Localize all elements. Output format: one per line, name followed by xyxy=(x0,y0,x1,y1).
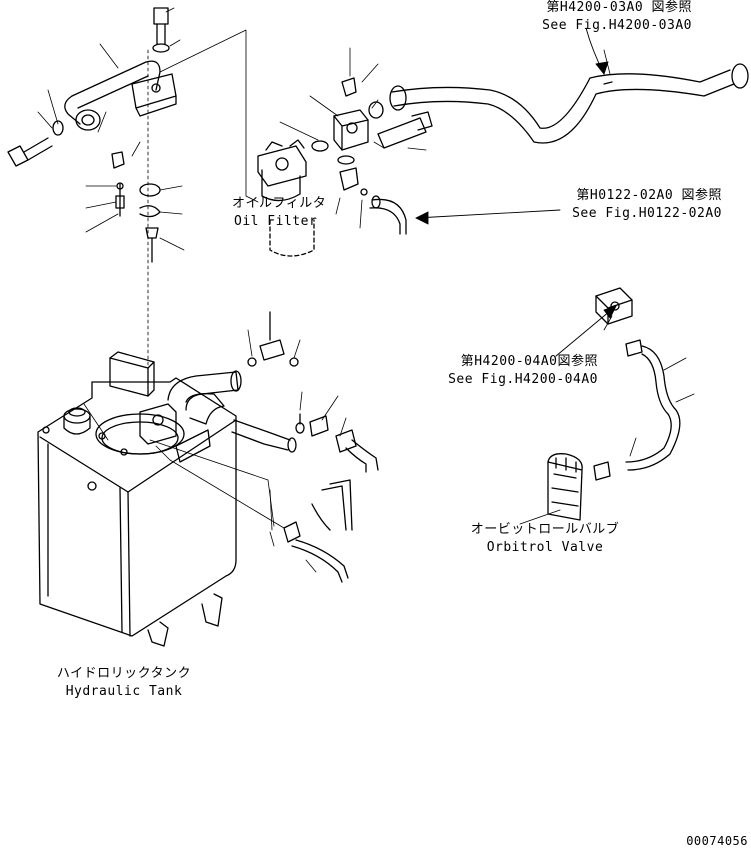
ref-h4200-04a0-en: See Fig.H4200-04A0 xyxy=(448,372,598,387)
hydraulic-tank xyxy=(37,351,297,647)
suction-pipe-assembly xyxy=(7,7,259,385)
ref-h4200-03a0-en: See Fig.H4200-03A0 xyxy=(542,18,692,33)
hydraulic-tank-label-en: Hydraulic Tank xyxy=(65,684,183,699)
middle-fittings xyxy=(247,311,379,583)
hydraulic-tank-label-jp: ハイドロリックタンク xyxy=(56,666,192,681)
orbitrol-hose xyxy=(547,287,695,521)
ref-h4200-03a0-jp: 第H4200-03A0 図参照 xyxy=(546,0,692,15)
drawing-number: 00074056 xyxy=(686,834,748,848)
reference-arrows xyxy=(415,27,617,525)
long-hose-h4200-03a0 xyxy=(389,49,749,144)
oil-filter-label-jp: オイルフィルタ xyxy=(232,196,327,211)
valve-block xyxy=(309,47,433,235)
oil-filter-label-en: Oil Filter xyxy=(234,214,318,229)
ref-h0122-02a0-jp: 第H0122-02A0 図参照 xyxy=(576,188,722,203)
orbitrol-valve-label-en: Orbitrol Valve xyxy=(486,540,604,555)
ref-h4200-04a0-jp: 第H4200-04A0図参照 xyxy=(460,354,598,369)
oil-filter xyxy=(257,121,329,257)
orbitrol-valve-label-jp: オービットロールバルブ xyxy=(470,522,620,537)
ref-h0122-02a0-en: See Fig.H0122-02A0 xyxy=(572,206,722,221)
